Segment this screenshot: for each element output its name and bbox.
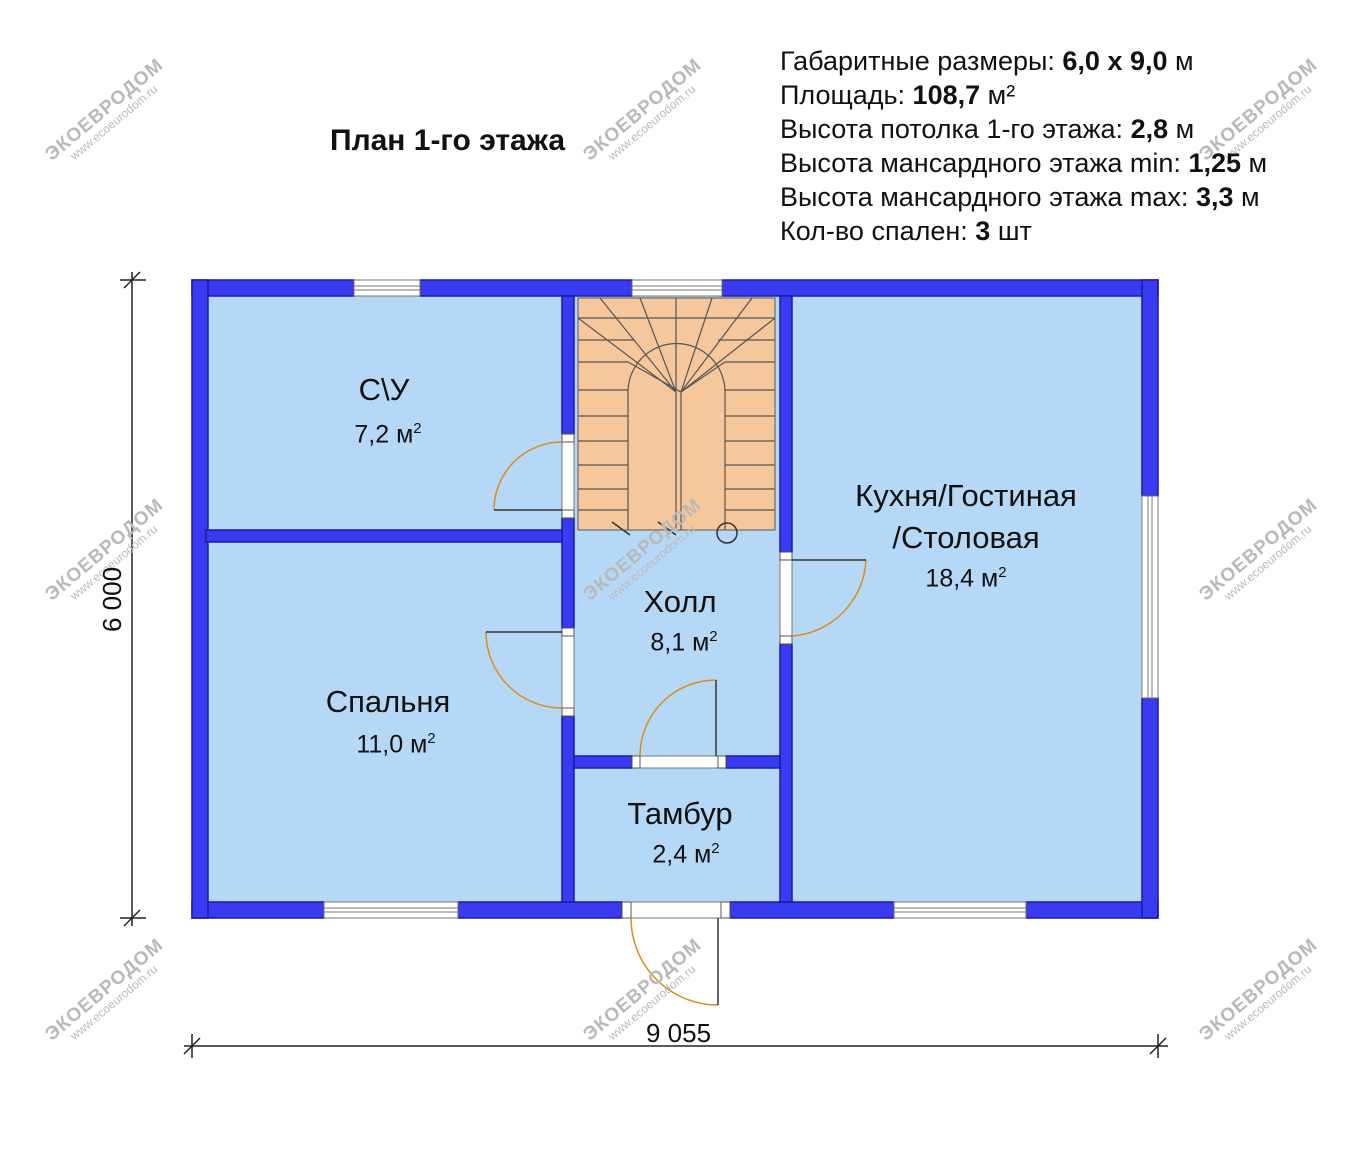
wall-top-1 (191, 279, 355, 297)
spec-bedrooms: Кол-во спален: 3 шт (780, 216, 1032, 246)
room-area-bedroom: 11,0 м2 (356, 730, 436, 759)
wall-inner-left-3 (561, 715, 575, 903)
room-area-kitchen: 18,4 м2 (925, 564, 1007, 593)
room-name-kitchen-line2: /Столовая (892, 520, 1040, 555)
wall-top-3 (721, 279, 1159, 297)
bathroom-floor (206, 296, 562, 530)
spec-dimensions: Габаритные размеры: 6,0 х 9,0 м (780, 46, 1194, 76)
door-bedroom (485, 627, 575, 717)
window-top-left (353, 279, 421, 297)
room-name-hall: Холл (643, 584, 717, 619)
window-bottom-right (893, 901, 1027, 919)
room-name-kitchen-line1: Кухня/Гостиная (855, 478, 1077, 513)
wall-bottom-4 (1025, 901, 1159, 919)
room-area-vestibule: 2,4 м2 (652, 840, 720, 869)
wall-bath-bedroom (205, 529, 567, 543)
wall-top-2 (419, 279, 633, 297)
staircase (577, 297, 776, 544)
dimension-height: 6 000 (97, 566, 128, 633)
room-name-bathroom: С\У (358, 372, 410, 407)
window-bottom-left (323, 901, 459, 919)
wall-bottom-2 (457, 901, 623, 919)
wall-right-1 (1141, 279, 1159, 497)
window-right (1141, 495, 1159, 699)
plan-title: План 1-го этажа (330, 124, 566, 157)
spec-attic-height-min: Высота мансардного этажа min: 1,25 м (780, 148, 1268, 178)
vestibule-floor (574, 768, 780, 902)
door-kitchen (779, 551, 867, 645)
dimension-width: 9 055 (646, 1018, 712, 1048)
wall-vestibule-1 (573, 755, 633, 769)
wall-vestibule-2 (725, 755, 781, 769)
wall-inner-right-1 (779, 295, 793, 553)
room-name-vestibule: Тамбур (627, 796, 733, 831)
wall-inner-right-2 (779, 643, 793, 903)
spec-area: Площадь: 108,7 м² (780, 80, 1016, 110)
room-area-hall: 8,1 м2 (650, 628, 718, 657)
spec-ceiling-height: Высота потолка 1-го этажа: 2,8 м (780, 114, 1195, 144)
wall-bottom-3 (729, 901, 895, 919)
wall-inner-left-2 (561, 517, 575, 629)
room-area-bathroom: 7,2 м2 (354, 420, 422, 449)
kitchen-floor (792, 296, 1142, 902)
bedroom-floor (206, 542, 562, 902)
wall-bottom-1 (191, 901, 325, 919)
room-name-bedroom: Спальня (325, 684, 451, 719)
window-top-stairs (631, 279, 723, 297)
wall-left (191, 279, 209, 919)
wall-inner-left-1 (561, 295, 575, 435)
door-bathroom (493, 433, 575, 519)
wall-right-2 (1141, 697, 1159, 919)
specs-list: Габаритные размеры: 6,0 х 9,0 м Площадь:… (780, 44, 1267, 248)
spec-attic-height-max: Высота мансардного этажа max: 3,3 м (780, 182, 1260, 212)
door-entrance (621, 901, 731, 1006)
door-vestibule (631, 679, 727, 769)
